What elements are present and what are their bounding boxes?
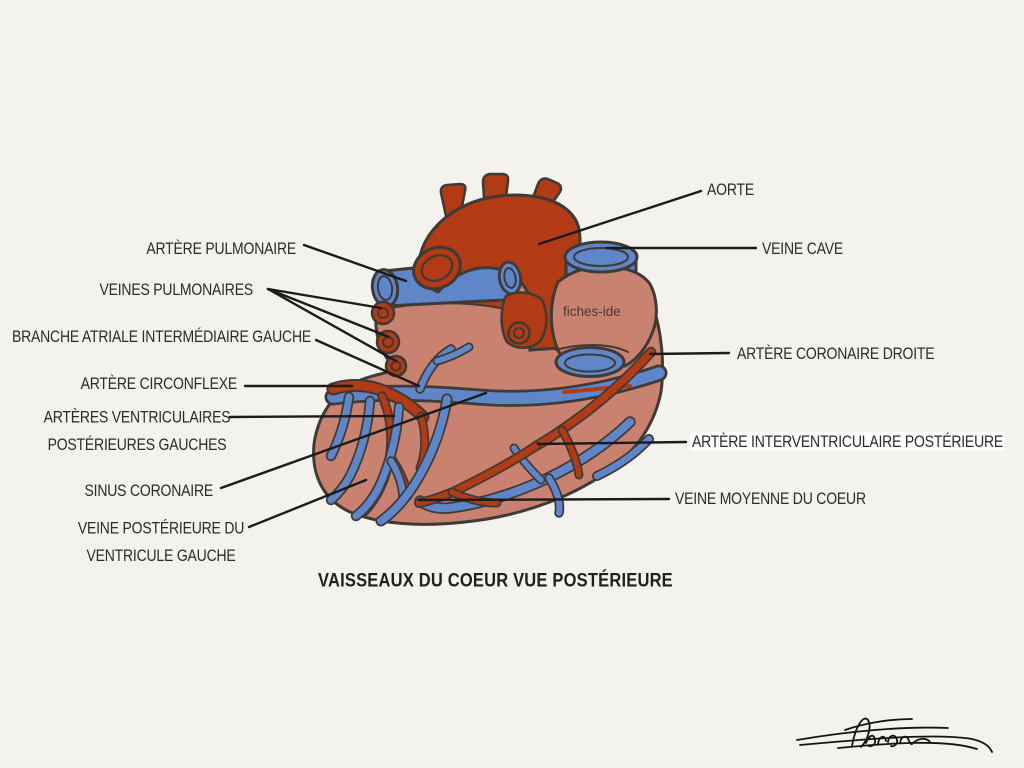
leader-sinus-coronaire: [219, 391, 488, 490]
label-veine-cave: VEINE CAVE: [762, 238, 843, 258]
leader-veine-moyenne: [417, 497, 671, 502]
label-veines-pulmonaires: VEINES PULMONAIRES: [99, 279, 253, 299]
label-artere-interventriculaire-posterieure: ARTÈRE INTERVENTRICULAIRE POSTÉRIEURE: [690, 431, 1006, 451]
leader-veines-pulmonaires-3: [266, 287, 398, 363]
label-artere-pulmonaire: ARTÈRE PULMONAIRE: [146, 238, 296, 258]
signature: [796, 717, 993, 753]
label-aorte: AORTE: [707, 179, 754, 199]
leader-veine-posterieure: [247, 478, 368, 529]
label-artere-coronaire-droite: ARTÈRE CORONAIRE DROITE: [737, 343, 935, 363]
label-artere-circonflexe: ARTÈRE CIRCONFLEXE: [80, 373, 238, 393]
diagram-title: VAISSEAUX DU COEUR VUE POSTÉRIEURE: [318, 570, 673, 592]
leader-artere-interventriculaire: [536, 440, 688, 446]
central-red-patch: [500, 291, 548, 349]
vena-cava-opening: [563, 240, 639, 274]
coronary-sinus-opening: [554, 343, 629, 378]
leader-artere-coronaire-droite: [648, 351, 731, 356]
leader-branche-atriale: [314, 338, 421, 388]
label-veine-posterieure-du-ventricule-gauche: VEINE POSTÉRIEURE DU VENTRICULE GAUCHE: [77, 518, 245, 565]
leader-lines: [219, 189, 758, 529]
leader-artere-pulmonaire: [302, 243, 408, 283]
label-branche-atriale-intermediaire-gauche: BRANCHE ATRIALE INTERMÉDIAIRE GAUCHE: [11, 326, 311, 346]
label-veine-moyenne-du-coeur: VEINE MOYENNE DU COEUR: [675, 488, 866, 508]
leader-veines-pulmonaires-1: [266, 287, 383, 310]
label-sinus-coronaire: SINUS CORONAIRE: [84, 480, 214, 500]
label-arteres-ventriculaires-posterieures-gauches: ARTÈRES VENTRICULAIRES POSTÉRIEURES GAUC…: [43, 407, 231, 454]
leader-aorte: [537, 189, 703, 246]
watermark: fiches-ide: [563, 304, 621, 319]
aorta-shape: [412, 172, 582, 352]
leader-veines-pulmonaires-2: [266, 287, 391, 339]
leader-arteres-ventriculaires: [228, 414, 396, 419]
